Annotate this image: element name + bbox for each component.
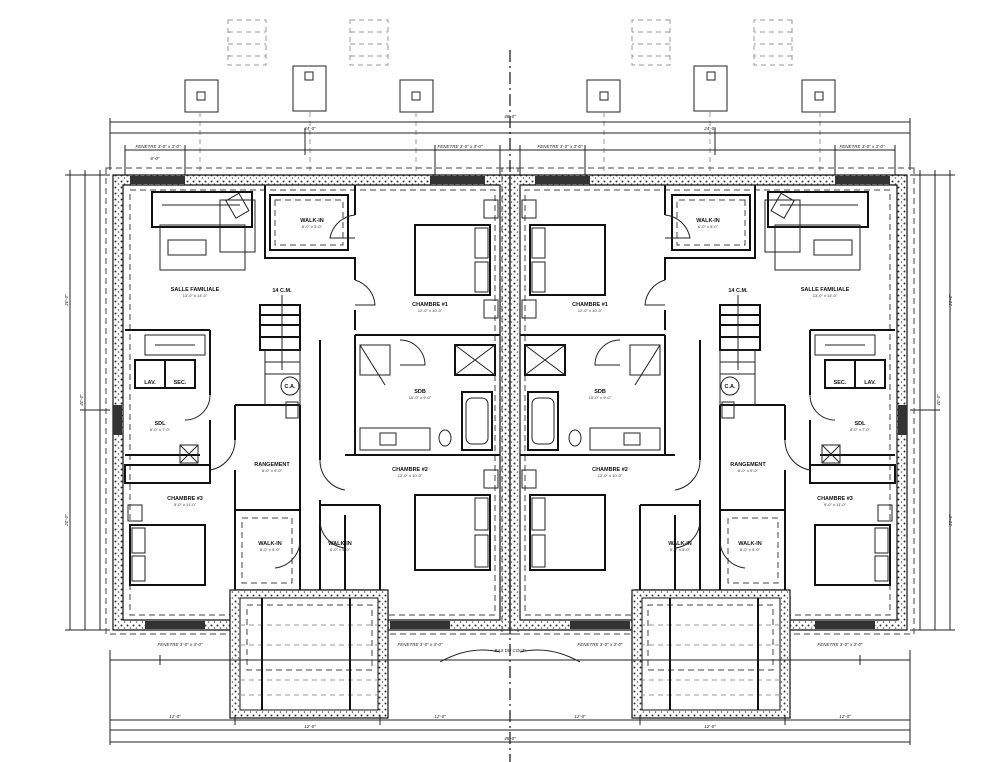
room-dim: 6'-0" x 5'-0" [698,224,719,229]
sec-label: SEC. [174,380,187,386]
unit-left [64,19,519,746]
dimension: 12'-0" [839,714,851,719]
labels-left: SALLE FAMILIALE 13'-0" x 14'-0" WALK-IN … [64,126,483,729]
room-label-sdl: SDL [855,421,867,427]
room-dim: 6'-0" x 7'-0" [150,427,171,432]
dimension: 20'-0" [948,294,953,307]
dimension: 20'-0" [64,514,69,527]
dimension: 24'-0" [303,126,316,131]
room-dim: 13'-0" x 14'-0" [813,293,838,298]
window-label: FENETRE 3'-0" x 3'-0" [538,144,583,149]
ca-label: C.A. [725,384,736,390]
window-label: FENETRE 3'-0" x 3'-0" [818,642,863,647]
room-dim: 6'-0" x 5'-0" [260,547,281,552]
window-label: FENETRE 3'-0" x 3'-0" [398,642,443,647]
window-label: FENETRE 3'-0" x 3'-0" [578,642,623,647]
window-label: FENETRE 3'-0" x 3'-0" [840,144,885,149]
room-label-sdl: SDL [155,421,167,427]
stairs-label: 14 C.M. [728,288,748,294]
stairs-label: 14 C.M. [272,288,292,294]
dimension: 40'-0" [936,394,941,406]
room-dim: 6'-0" x 5'-0" [740,547,761,552]
room-dim: 12'-0" x 10'-0" [418,308,443,313]
dimension: 20'-0" [948,514,953,527]
unit-right [501,19,956,746]
room-dim: 6'-0" x 5'-0" [330,547,351,552]
room-label-walk-in: WALK-IN [696,218,720,224]
window-label: FENETRE 3'-0" x 3'-0" [136,144,181,149]
room-dim: 6'-0" x 9'-0" [738,468,759,473]
dimension: 12'-0" [574,714,586,719]
room-label-chambre3: CHAMBRE #3 [817,496,853,502]
room-label-salle-familiale: SALLE FAMILIALE [171,287,220,293]
dimension: 24'-0" [703,126,716,131]
room-label-sdb: SDB [414,389,426,395]
dimension: 40'-0" [79,394,84,406]
room-label-chambre3: CHAMBRE #3 [167,496,203,502]
room-label-walk-in: WALK-IN [300,218,324,224]
room-label-walk-in: WALK-IN [738,541,762,547]
lav-label: LAV. [144,380,156,386]
room-dim: 9'-0" x 11'-0" [174,502,197,507]
room-dim: 6'-0" x 5'-0" [302,224,323,229]
room-dim: 12'-0" x 10'-0" [598,473,623,478]
room-dim: 10'-0" x 9'-0" [589,395,612,400]
room-dim: 6'-0" x 7'-0" [850,427,871,432]
room-label-chambre2: CHAMBRE #2 [592,467,628,473]
dimension: 20'-0" [64,294,69,307]
room-dim: 10'-0" x 9'-0" [409,395,432,400]
window-label: FENETRE 3'-0" x 3'-0" [438,144,483,149]
dimension: 12'-0" [169,714,181,719]
total-width-dimension: 48'-0" [504,736,516,741]
dimension: 12'-0" [434,714,446,719]
room-label-chambre2: CHAMBRE #2 [392,467,428,473]
center-arc [439,649,581,663]
room-label-chambre1: CHAMBRE #1 [572,302,608,308]
center-note: BAS DU COUP [494,648,525,653]
room-dim: 9'-0" x 11'-0" [824,502,847,507]
total-width-dimension: 48'-0" [504,114,516,119]
room-label-walk-in: WALK-IN [668,541,692,547]
room-dim: 13'-0" x 14'-0" [183,293,208,298]
dimension: 12'-0" [304,724,316,729]
labels-right: SALLE FAMILIALE 13'-0" x 14'-0" WALK-IN … [538,126,953,729]
room-dim: 6'-0" x 5'-0" [670,547,691,552]
sec-label: SEC. [834,380,847,386]
room-label-chambre1: CHAMBRE #1 [412,302,448,308]
dimension: 6'-0" [151,156,160,161]
dimension: 12'-0" [704,724,716,729]
room-dim: 6'-0" x 9'-0" [262,468,283,473]
room-label-walk-in: WALK-IN [328,541,352,547]
room-label-salle-familiale: SALLE FAMILIALE [801,287,850,293]
ca-label: C.A. [285,384,296,390]
room-label-walk-in: WALK-IN [258,541,282,547]
lav-label: LAV. [864,380,876,386]
room-label-sdb: SDB [594,389,606,395]
window-label: FENETRE 3'-0" x 3'-0" [158,642,203,647]
room-label-rangement: RANGEMENT [730,462,766,468]
room-dim: 12'-0" x 10'-0" [578,308,603,313]
room-label-rangement: RANGEMENT [254,462,290,468]
room-dim: 12'-0" x 10'-0" [398,473,423,478]
